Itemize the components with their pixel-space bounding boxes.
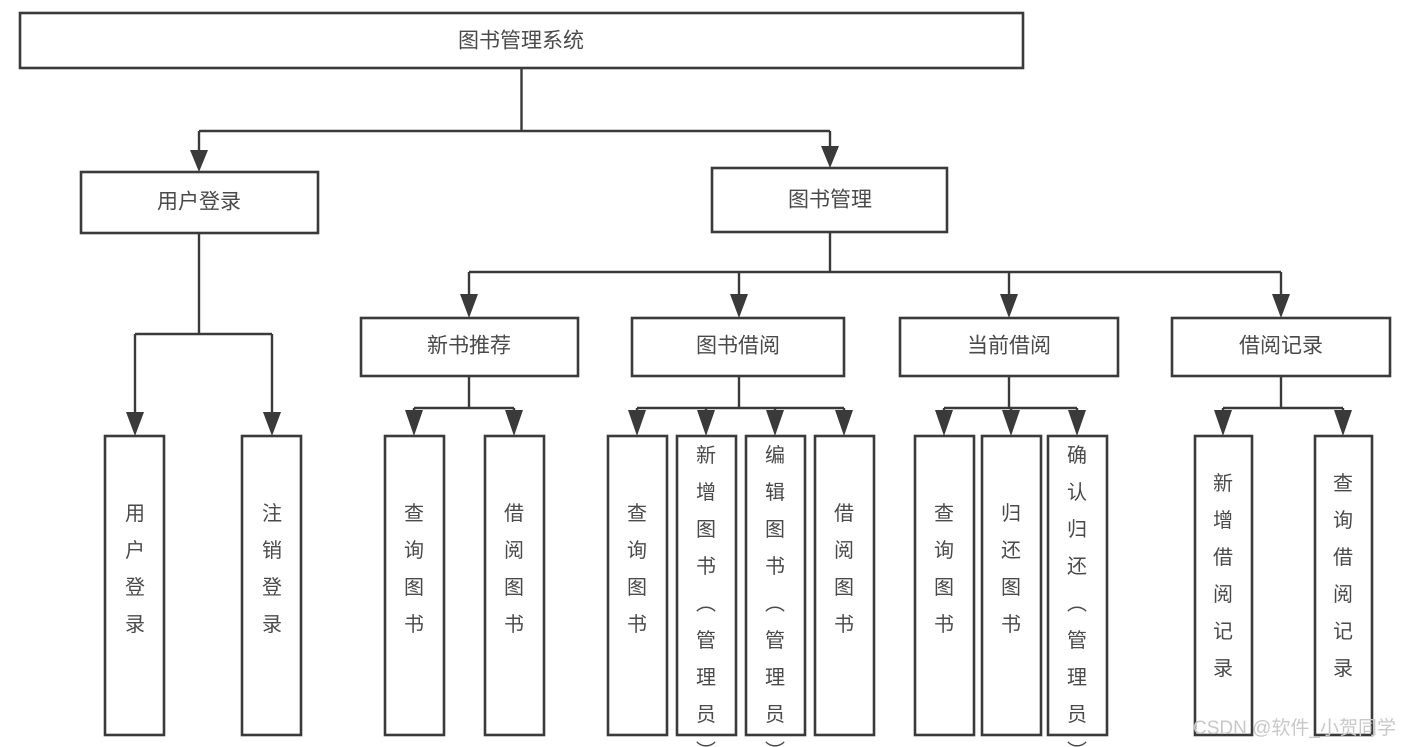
node-book-borrow-box[interactable]: [630, 316, 846, 378]
node-leaf-record-query-label: 查询借阅记录: [1333, 472, 1353, 680]
node-leaf-record-add-label: 新增借阅记录: [1213, 472, 1233, 680]
arrowhead-bookborrow-leaf-1: [628, 410, 646, 436]
node-leaf-current-return[interactable]: 归还图书: [980, 434, 1043, 737]
arrowhead-current-borrow: [1000, 294, 1018, 318]
node-borrow-record-box[interactable]: [1170, 316, 1392, 378]
node-leaf-current-confirm[interactable]: 确认归还︵管理员︶: [1046, 434, 1109, 747]
node-leaf-newbook-borrow[interactable]: 借阅图书: [483, 434, 546, 737]
node-leaf-current-query-box[interactable]: [913, 434, 976, 737]
node-leaf-record-query[interactable]: 查询借阅记录: [1313, 434, 1374, 737]
node-leaf-current-return-box[interactable]: [980, 434, 1043, 737]
node-user-login[interactable]: 用户登录: [79, 170, 320, 235]
arrowhead-bookborrow-leaf-2: [697, 410, 715, 436]
node-borrow-record[interactable]: 借阅记录: [1170, 316, 1392, 378]
arrowhead-book-borrow: [730, 294, 748, 318]
arrowhead-bookborrow-leaf-4: [835, 410, 853, 436]
node-new-book-recommend-label: 新书推荐: [427, 335, 511, 358]
node-leaf-user-login-box[interactable]: [103, 434, 166, 737]
node-leaf-current-confirm-label: 确认归还︵管理员︶: [1067, 444, 1087, 747]
node-leaf-borrow-do-box[interactable]: [813, 434, 876, 737]
node-leaf-borrow-query[interactable]: 查询图书: [606, 434, 669, 737]
arrowhead-book-mgmt: [821, 146, 839, 168]
node-leaf-newbook-borrow-label: 借阅图书: [504, 502, 524, 636]
node-leaf-borrow-edit[interactable]: 编辑图书︵管理员︶: [744, 434, 807, 747]
node-leaf-record-query-box[interactable]: [1313, 434, 1374, 737]
node-leaf-newbook-query[interactable]: 查询图书: [383, 434, 446, 737]
node-book-management[interactable]: 图书管理: [710, 166, 949, 234]
arrowhead-newbook-leaf-1: [405, 410, 423, 436]
node-leaf-record-add[interactable]: 新增借阅记录: [1193, 434, 1254, 737]
node-leaf-logout[interactable]: 注销登录: [240, 434, 303, 737]
node-leaf-current-return-label: 归还图书: [1001, 502, 1021, 636]
node-leaf-borrow-add-label: 新增图书︵管理员︶: [696, 444, 716, 747]
node-book-management-box[interactable]: [710, 166, 949, 234]
node-book-management-label: 图书管理: [788, 189, 872, 212]
arrowhead-bookborrow-leaf-3: [766, 410, 784, 436]
node-leaf-newbook-query-box[interactable]: [383, 434, 446, 737]
node-user-login-box[interactable]: [79, 170, 320, 235]
node-leaf-newbook-borrow-box[interactable]: [483, 434, 546, 737]
node-user-login-label: 用户登录: [157, 191, 241, 214]
node-leaf-newbook-query-label: 查询图书: [404, 502, 424, 636]
arrowhead-user-login: [190, 150, 208, 172]
node-leaf-borrow-do[interactable]: 借阅图书: [813, 434, 876, 737]
arrowhead-borrow-record: [1272, 294, 1290, 318]
csdn-watermark: CSDN @软件_小贺同学: [1193, 717, 1396, 739]
node-leaf-user-login-label: 用户登录: [125, 503, 145, 636]
node-current-borrow-label: 当前借阅: [967, 335, 1051, 358]
node-leaf-current-query-label: 查询图书: [934, 502, 954, 636]
node-leaf-user-login[interactable]: 用户登录: [103, 434, 166, 737]
node-current-borrow-box[interactable]: [898, 316, 1120, 378]
node-leaf-logout-box[interactable]: [240, 434, 303, 737]
arrowhead-borrowrecord-leaf-1: [1214, 410, 1232, 436]
arrowhead-leaf-user-login: [126, 412, 144, 436]
node-current-borrow[interactable]: 当前借阅: [898, 316, 1120, 378]
arrowhead-borrowrecord-leaf-2: [1334, 410, 1352, 436]
node-leaf-borrow-do-label: 借阅图书: [834, 502, 854, 636]
connector-layer: [126, 68, 1352, 436]
arrowhead-newbook-leaf-2: [505, 410, 523, 436]
node-book-borrow-label: 图书借阅: [696, 335, 780, 358]
node-leaf-logout-label: 注销登录: [262, 502, 282, 636]
node-leaf-current-confirm-box[interactable]: [1046, 434, 1109, 737]
arrowhead-new-book-recommend: [460, 294, 478, 318]
node-leaf-borrow-add[interactable]: 新增图书︵管理员︶: [675, 434, 738, 747]
node-root[interactable]: 图书管理系统: [18, 11, 1025, 70]
node-leaf-borrow-edit-box[interactable]: [744, 434, 807, 737]
arrowhead-currentborrow-leaf-2: [1002, 410, 1020, 436]
node-root-box[interactable]: [18, 11, 1025, 70]
node-new-book-recommend-box[interactable]: [359, 316, 580, 378]
node-leaf-current-query[interactable]: 查询图书: [913, 434, 976, 737]
node-borrow-record-label: 借阅记录: [1239, 335, 1323, 358]
node-leaf-borrow-add-box[interactable]: [675, 434, 738, 737]
arrowhead-currentborrow-leaf-3: [1068, 410, 1086, 436]
node-leaf-borrow-query-box[interactable]: [606, 434, 669, 737]
node-book-borrow[interactable]: 图书借阅: [630, 316, 846, 378]
arrowhead-leaf-logout: [263, 412, 281, 436]
node-new-book-recommend[interactable]: 新书推荐: [359, 316, 580, 378]
node-leaf-borrow-query-label: 查询图书: [627, 502, 647, 636]
node-leaf-record-add-box[interactable]: [1193, 434, 1254, 737]
arrowhead-currentborrow-leaf-1: [935, 410, 953, 436]
node-leaf-borrow-edit-label: 编辑图书︵管理员︶: [765, 444, 785, 747]
node-root-label: 图书管理系统: [458, 30, 584, 53]
